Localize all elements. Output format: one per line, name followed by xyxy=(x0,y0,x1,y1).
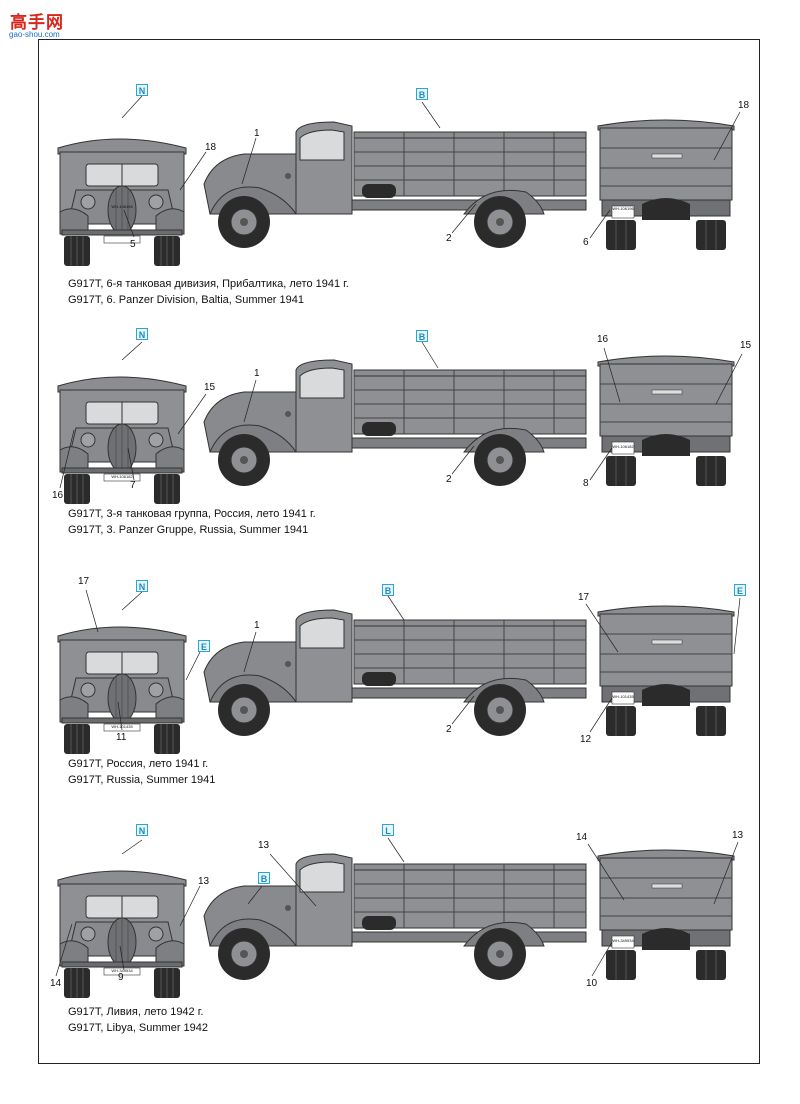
profile-3-drawing xyxy=(57,589,741,755)
caption-en: G917T, Russia, Summer 1941 xyxy=(68,774,216,786)
callout-rear-bottom: 8 xyxy=(583,478,589,489)
callout-side-cab: 13 xyxy=(258,840,270,851)
callout-front-bottom: 9 xyxy=(118,972,124,983)
callout-front-top: N xyxy=(136,84,148,96)
callout-side-cab: 1 xyxy=(254,620,260,631)
page-frame xyxy=(38,39,760,1064)
caption-en: G917T, 6. Panzer Division, Baltia, Summe… xyxy=(68,294,305,306)
callout-front-right: 13 xyxy=(198,876,210,887)
callout-front-right: E xyxy=(198,640,210,652)
callout-front-right: 18 xyxy=(205,142,217,153)
plate-front-3: WH-101435 xyxy=(111,724,133,729)
callout-front-bottom: 7 xyxy=(130,480,136,491)
profile-row-2: N 15 16 7 B 1 2 16 15 8 G917T, 3-я танко… xyxy=(0,322,800,582)
callout-side-top: L xyxy=(382,824,394,836)
caption-ru: G917T, Россия, лето 1941 г. xyxy=(68,758,209,770)
logo-text: 高手网 xyxy=(10,13,64,33)
plate-rear-1: WH-106196 xyxy=(612,206,634,211)
callout-rear-right: 13 xyxy=(732,830,744,841)
caption: G917T, 3-я танковая группа, Россия, лето… xyxy=(68,506,316,538)
profile-row-4: N 13 14 9 L 13 B 14 13 10 G917T, Ливия, … xyxy=(0,820,800,1080)
caption-ru: G917T, Ливия, лето 1942 г. xyxy=(68,1006,204,1018)
callout-front-right: 15 xyxy=(204,382,216,393)
callout-side-bottom: 2 xyxy=(446,233,452,244)
caption-en: G917T, Libya, Summer 1942 xyxy=(68,1022,209,1034)
callout-side-bottom: 2 xyxy=(446,474,452,485)
caption-en: G917T, 3. Panzer Gruppe, Russia, Summer … xyxy=(68,524,309,536)
caption: G917T, Ливия, лето 1942 г. G917T, Libya,… xyxy=(68,1004,208,1036)
callout-rear-top: 18 xyxy=(738,100,750,111)
profile-1-drawing xyxy=(57,95,741,267)
plate-rear-3: WH-101435 xyxy=(612,694,634,699)
callout-side-top: B xyxy=(416,330,428,342)
callout-front-left: 16 xyxy=(52,490,64,501)
callout-front-top: N xyxy=(136,580,148,592)
caption: G917T, Россия, лето 1941 г. G917T, Russi… xyxy=(68,756,215,788)
callout-rear-left: 16 xyxy=(597,334,609,345)
callout-side-cab: 1 xyxy=(254,128,260,139)
profile-2-drawing xyxy=(57,341,743,505)
callout-side-top: B xyxy=(416,88,428,100)
plate-rear-2: WH-106182 xyxy=(612,444,634,449)
caption-ru: G917T, 3-я танковая группа, Россия, лето… xyxy=(68,508,316,520)
callout-front-bottom: 11 xyxy=(116,732,127,743)
plate-rear-4: WH-349534 xyxy=(612,938,634,943)
profile-4-drawing xyxy=(55,837,739,999)
callout-rear-left: 14 xyxy=(576,832,588,843)
callout-front-top: N xyxy=(136,328,148,340)
caption: G917T, 6-я танковая дивизия, Прибалтика,… xyxy=(68,276,349,308)
plate-front-4: WH-349534 xyxy=(111,968,133,973)
callout-front-left: 14 xyxy=(50,978,62,989)
logo-url: gao-shou.com xyxy=(9,30,60,39)
callout-front-bottom: 5 xyxy=(130,239,136,250)
site-logo[interactable]: 高手网 gao-shou.com xyxy=(4,4,74,40)
plate-front-1: WH-106196 xyxy=(111,204,133,209)
plate-front-2: WH-106182 xyxy=(111,474,133,479)
callout-rear-bottom: 12 xyxy=(580,734,592,745)
profile-row-1: N 18 5 B 1 2 18 6 G917T, 6-я танковая ди… xyxy=(0,80,800,340)
callout-rear-bottom: 6 xyxy=(583,237,589,248)
caption-ru: G917T, 6-я танковая дивизия, Прибалтика,… xyxy=(68,278,349,290)
callout-front-left: 17 xyxy=(78,576,90,587)
callout-side-top: B xyxy=(382,584,394,596)
profile-row-3: N 17 E 11 B 1 2 17 E 12 G917T, Россия, л… xyxy=(0,572,800,832)
callout-side-cab: 1 xyxy=(254,368,260,379)
callout-side-hood: B xyxy=(258,872,270,884)
callout-rear-right: 15 xyxy=(740,340,752,351)
callout-front-top: N xyxy=(136,824,148,836)
callout-rear-right: E xyxy=(734,584,746,596)
callout-rear-bottom: 10 xyxy=(586,978,598,989)
callout-rear-left: 17 xyxy=(578,592,590,603)
callout-side-bottom: 2 xyxy=(446,724,452,735)
